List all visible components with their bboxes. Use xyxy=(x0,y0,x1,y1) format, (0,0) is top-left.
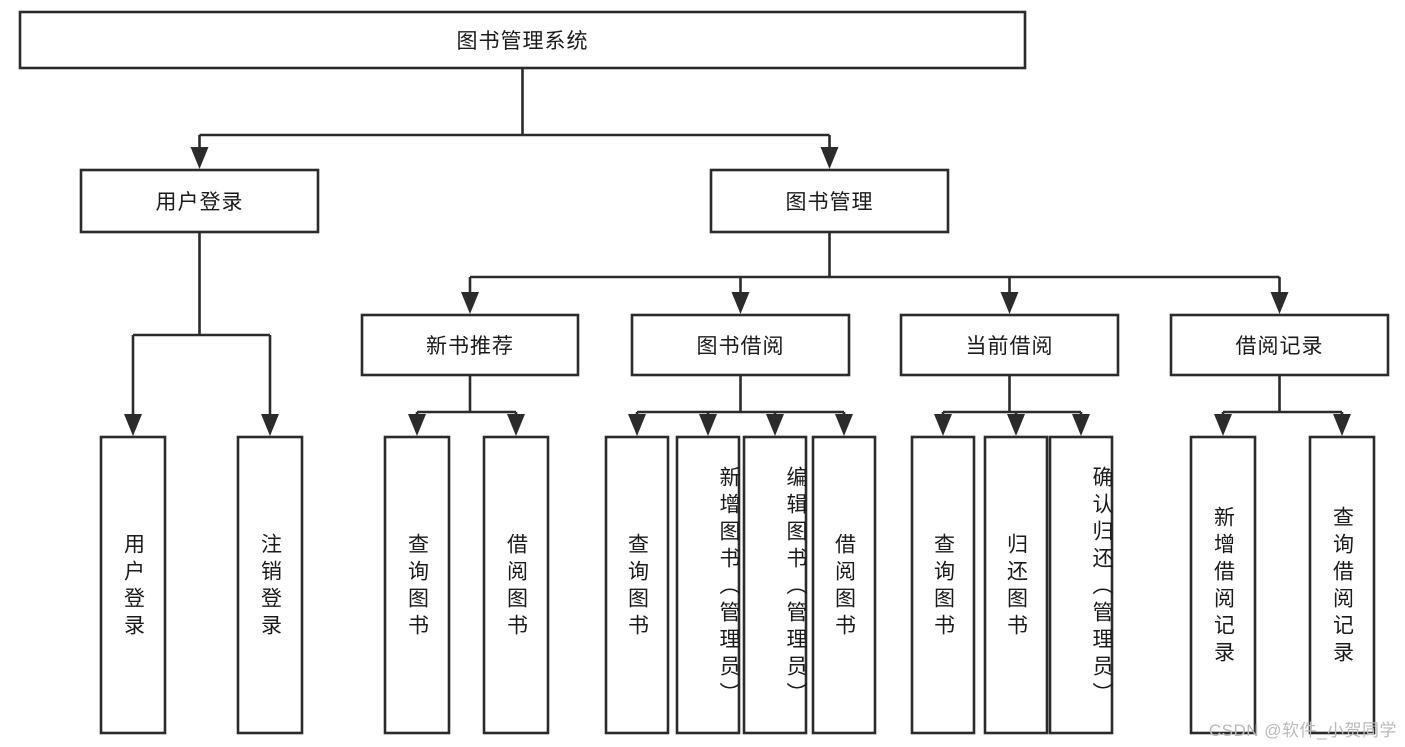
arrow-to-borrow-record xyxy=(1270,292,1289,314)
node-box-leaf-return-book[interactable] xyxy=(983,435,1049,735)
node-box-leaf-borrow-book-1[interactable] xyxy=(482,435,550,735)
node-box-leaf-query-book-3[interactable] xyxy=(910,435,976,735)
arrow-to-book-borrow xyxy=(731,292,750,314)
connector-edges xyxy=(124,68,1351,436)
arrow-to-leaf-user-login xyxy=(124,414,142,436)
node-box-leaf-query-book-1[interactable] xyxy=(383,435,451,735)
arrow-to-leaf-confirm-return xyxy=(1072,414,1090,436)
arrow-to-leaf-logout xyxy=(261,414,279,436)
arrow-to-current-borrow xyxy=(1000,292,1019,314)
arrow-to-book-manage xyxy=(820,147,839,169)
arrow-to-leaf-query-book-1 xyxy=(408,414,426,436)
node-box-book-manage[interactable] xyxy=(709,168,950,234)
node-box-book-borrow[interactable] xyxy=(630,313,851,377)
csdn-watermark: CSDN @软件_小贺同学 xyxy=(1208,721,1397,740)
node-box-leaf-add-book[interactable] xyxy=(675,435,741,735)
arrow-to-leaf-edit-book xyxy=(766,414,784,436)
node-box-leaf-borrow-book-2[interactable] xyxy=(811,435,877,735)
arrow-to-leaf-return-book xyxy=(1007,414,1025,436)
arrow-to-leaf-query-book-2 xyxy=(628,414,646,436)
node-box-leaf-query-book-2[interactable] xyxy=(604,435,670,735)
node-box-root[interactable] xyxy=(18,10,1027,70)
arrow-to-leaf-add-record xyxy=(1214,414,1232,436)
arrow-to-user-login xyxy=(190,147,209,169)
arrow-to-leaf-borrow-book-1 xyxy=(507,414,525,436)
node-box-leaf-logout[interactable] xyxy=(236,435,304,735)
node-box-borrow-record[interactable] xyxy=(1169,313,1390,377)
arrow-to-leaf-add-book xyxy=(699,414,717,436)
node-box-current-borrow[interactable] xyxy=(899,313,1120,377)
node-boxes xyxy=(18,10,1390,735)
arrow-to-leaf-borrow-book-2 xyxy=(835,414,853,436)
node-box-leaf-edit-book[interactable] xyxy=(742,435,808,735)
arrow-to-new-book-rec xyxy=(461,292,479,314)
node-box-leaf-query-record[interactable] xyxy=(1308,435,1376,735)
arrow-to-leaf-query-book-3 xyxy=(934,414,952,436)
node-box-user-login[interactable] xyxy=(79,168,320,234)
node-box-new-book-rec[interactable] xyxy=(360,313,580,377)
arrow-to-leaf-query-record xyxy=(1333,414,1351,436)
node-box-leaf-user-login[interactable] xyxy=(99,435,167,735)
node-box-leaf-add-record[interactable] xyxy=(1189,435,1257,735)
node-box-leaf-confirm-return[interactable] xyxy=(1048,435,1114,735)
